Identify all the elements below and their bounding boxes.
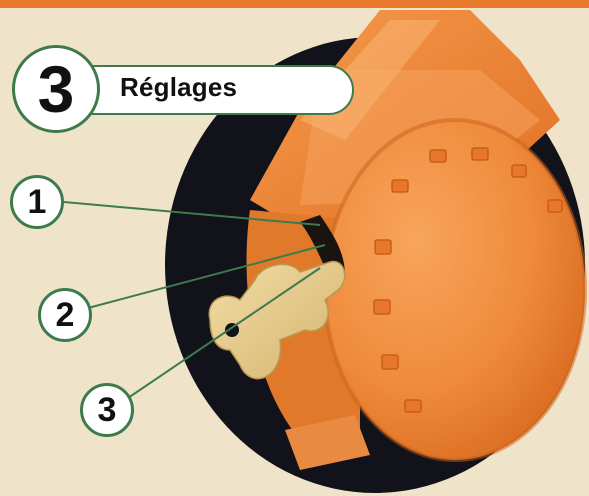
callout-1: 1 — [10, 175, 64, 229]
step-number-badge: 3 — [12, 45, 100, 133]
step-title: Réglages — [120, 72, 237, 103]
callout-2: 2 — [38, 288, 92, 342]
callout-3: 3 — [80, 383, 134, 437]
step-header: Réglages 3 — [12, 45, 357, 135]
